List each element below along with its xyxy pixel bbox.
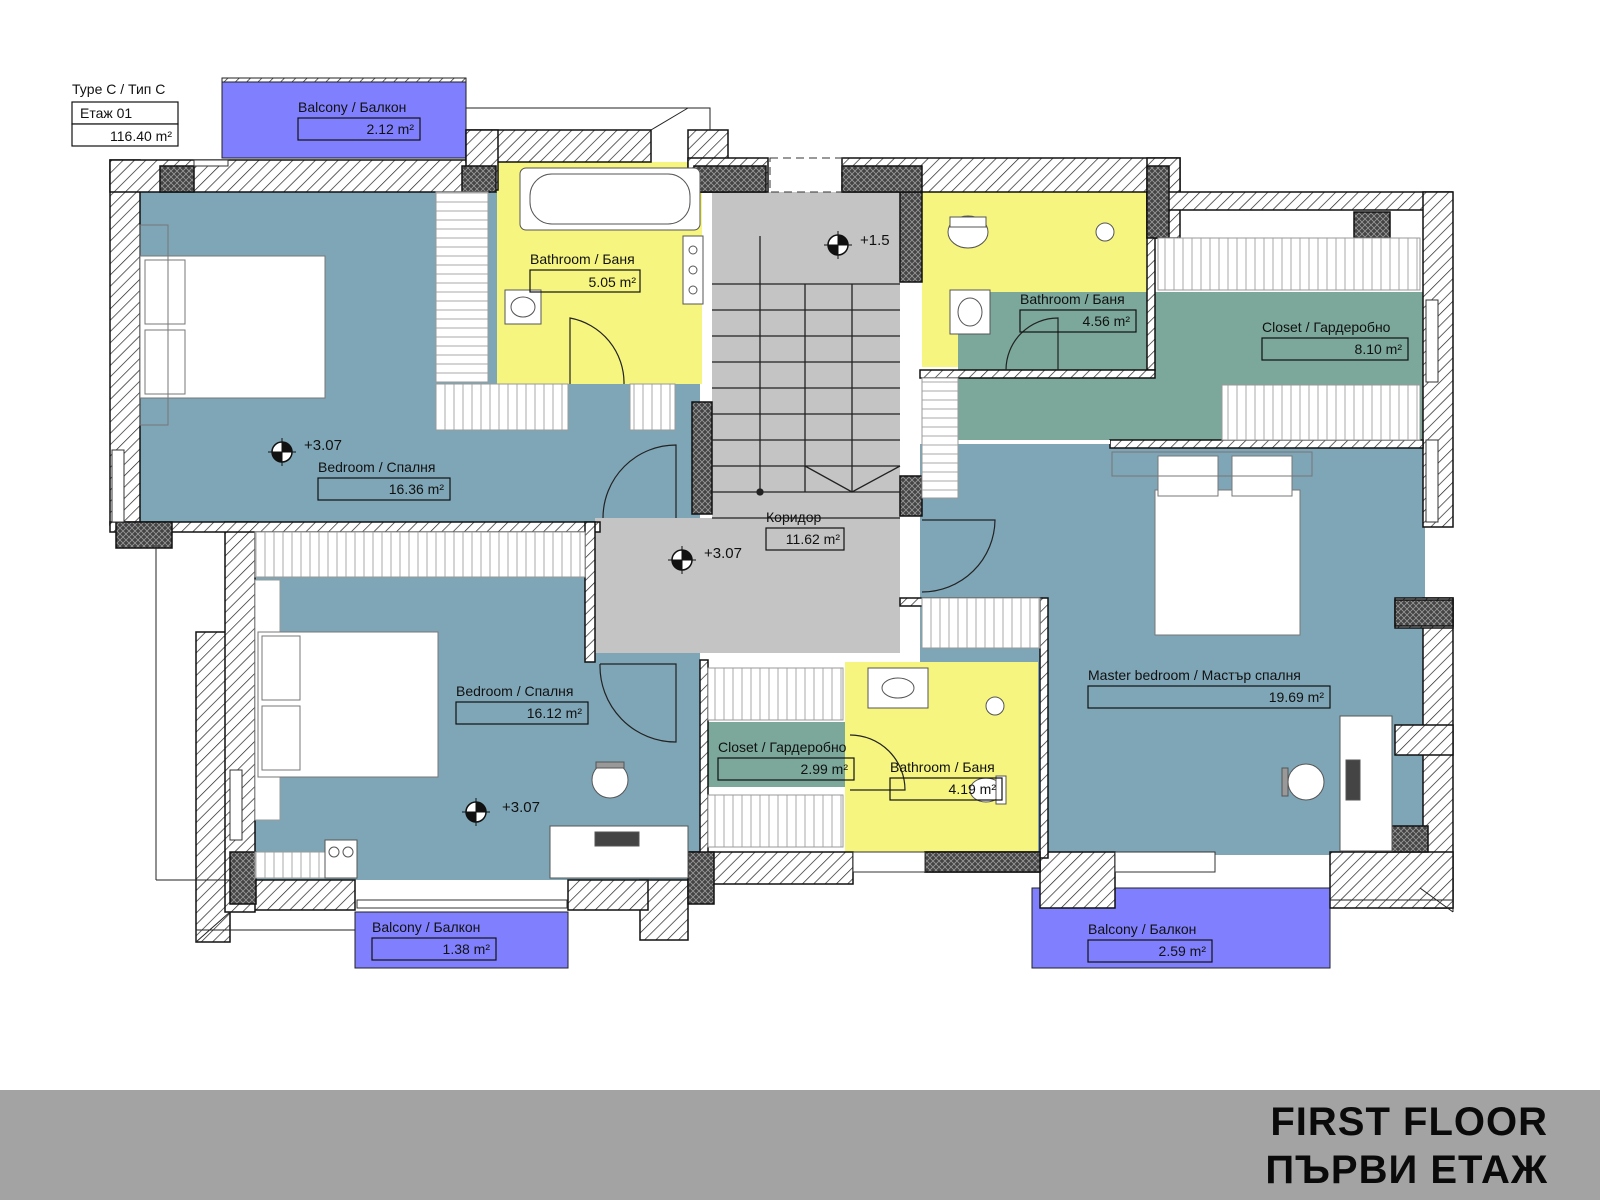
level-marker-corridor [668, 546, 696, 574]
balcony-top-area [221, 81, 467, 159]
closet-1-label: Closet / Гардеробно [1262, 319, 1391, 335]
floor-title-band: FIRST FLOOR ПЪРВИ ЕТАЖ [0, 1090, 1600, 1200]
bedroom-2-area-box [455, 701, 589, 725]
floor-label: Етаж 01 [80, 105, 132, 121]
level-bedroom-1-text: +3.07 [304, 437, 342, 454]
bedroom-1-area-box [317, 477, 451, 501]
level-stair-text: +1.5 [860, 232, 890, 249]
balcony-right-area-box [1087, 939, 1213, 963]
master-bedroom-area-2 [1045, 598, 1340, 853]
master-bedroom-area-text: 19.69 m² [1269, 689, 1325, 705]
type-label: Type C / Тип С [72, 81, 165, 97]
corridor-area-text: 11.62 m² [786, 531, 841, 547]
closet-1-area-box [1261, 337, 1409, 361]
windows [111, 157, 1439, 909]
level-markers: +1.5 +3.07 +3.07 +3.07 [268, 231, 890, 826]
bathroom-3-label: Bathroom / Баня [890, 759, 995, 775]
wardrobes [254, 191, 1421, 879]
balcony-top-area-box [297, 117, 421, 141]
level-corridor-text: +3.07 [704, 545, 742, 562]
floor-title-bg: ПЪРВИ ЕТАЖ [1265, 1148, 1548, 1192]
beds [139, 224, 1313, 778]
corridor-label: Коридор [766, 509, 822, 525]
corridor-area [595, 518, 900, 653]
floor-title-en: FIRST FLOOR [1270, 1100, 1548, 1144]
staircase [712, 236, 901, 519]
floor-plan: +1.5 +3.07 +3.07 +3.07 Type C / Тип С Ет… [71, 77, 1454, 969]
balcony-railings [155, 77, 1454, 943]
bathroom-3-area-text: 4.19 m² [949, 781, 997, 797]
balcony-left-area [354, 911, 569, 969]
closet-1-area-text: 8.10 m² [1355, 341, 1403, 357]
level-marker-stair [824, 231, 852, 259]
total-area: 116.40 m² [110, 128, 172, 144]
door-swings [569, 317, 1059, 791]
bathroom-2-label: Bathroom / Баня [1020, 291, 1125, 307]
master-bedroom-label: Master bedroom / Мастър спалня [1088, 667, 1301, 683]
balcony-left-label: Balcony / Балкон [372, 919, 480, 935]
bathroom-3-area-box [889, 777, 1003, 801]
bathroom-fixtures [324, 167, 1115, 879]
bedroom-2-label: Bedroom / Спалня [456, 683, 573, 699]
room-labels: Balcony / Балкон 2.12 m² Bathroom / Баня… [297, 99, 1409, 963]
bathroom-1-area-box [529, 269, 641, 293]
bathroom-2-area-text: 4.56 m² [1083, 313, 1131, 329]
bathroom-1-label: Bathroom / Баня [530, 251, 635, 267]
desks [549, 715, 1393, 879]
balcony-top-area-text: 2.12 m² [367, 121, 415, 137]
bedroom-1-area-text: 16.36 m² [389, 481, 445, 497]
balcony-top-label: Balcony / Балкон [298, 99, 406, 115]
level-bedroom-2-text: +3.07 [502, 799, 540, 816]
level-marker-bedroom-1 [268, 438, 296, 466]
balcony-right-label: Balcony / Балкон [1088, 921, 1196, 937]
bedroom-1-label: Bedroom / Спалня [318, 459, 435, 475]
master-bedroom-area-box [1087, 685, 1331, 709]
bathroom-1-area-text: 5.05 m² [589, 274, 637, 290]
type-header: Type C / Тип С Етаж 01 116.40 m² [71, 81, 179, 147]
closet-2-area-text: 2.99 m² [801, 761, 849, 777]
bathroom-2-area-box [1019, 309, 1137, 333]
closet-2-area [700, 722, 845, 787]
balcony-left-area-text: 1.38 m² [443, 941, 491, 957]
closet-2-area-box [717, 757, 855, 781]
balcony-left-area-box [371, 937, 497, 961]
corridor-area-box [765, 527, 845, 551]
closet-2-label: Closet / Гардеробно [718, 739, 847, 755]
balcony-right-area-text: 2.59 m² [1159, 943, 1207, 959]
total-area-box [71, 123, 179, 147]
level-marker-bedroom-2 [462, 798, 490, 826]
bedroom-2-area-text: 16.12 m² [527, 705, 583, 721]
